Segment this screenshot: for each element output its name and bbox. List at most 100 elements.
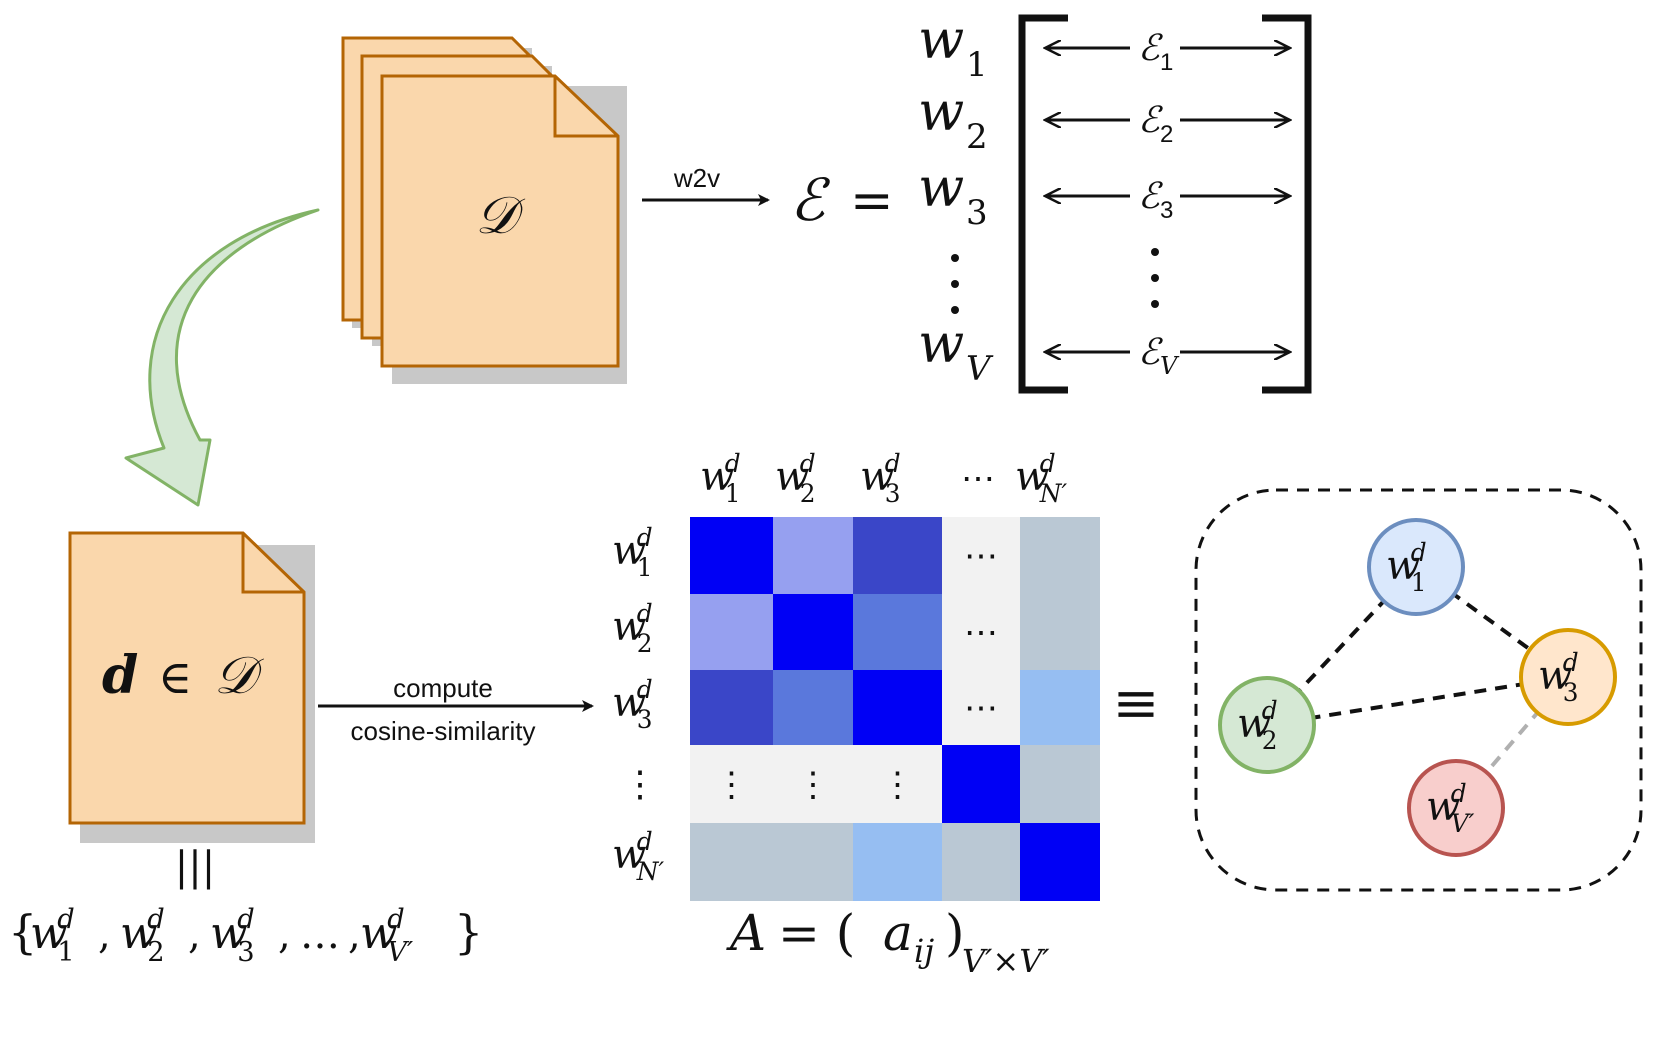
caption-eq: = ( — [778, 904, 855, 962]
col-header-3-sub: 3 — [885, 479, 901, 508]
col-header-5-sup: d — [1040, 449, 1056, 478]
caption-dims: V′×V′ — [962, 942, 1050, 980]
document-stack: 𝒟 — [341, 36, 627, 384]
matrix-cell — [942, 745, 1020, 823]
graph-node-label-w: w — [1426, 784, 1460, 830]
set-item-2-sub: 2 — [147, 937, 164, 968]
graph-node-label-sub: V′ — [1451, 809, 1475, 838]
col-header-3-w: w — [860, 454, 894, 500]
graph-node-label-w: w — [1386, 543, 1420, 589]
doc-d: d — [102, 645, 138, 706]
col-header-dots: ⋯ — [961, 459, 995, 499]
caption-close: ) — [945, 904, 965, 962]
set-comma: , — [188, 912, 201, 958]
matrix-cell — [690, 594, 773, 670]
word-set: {wd1,wd2,wd3,…,wdV′} — [8, 904, 483, 968]
graph-node-2: wd2 — [1218, 676, 1316, 774]
col-header-5: wdN′ — [1015, 449, 1067, 508]
set-item-4-w: w — [360, 908, 398, 959]
set-comma: , — [98, 912, 111, 958]
row-header-2-w: w — [612, 604, 646, 650]
matrix-cell-dots: ⋯ — [964, 613, 998, 653]
row-word: w — [918, 8, 964, 71]
row-header-1-w: w — [612, 528, 646, 574]
row-emb-sub: 3 — [1160, 197, 1173, 224]
row-header-3-sup: d — [637, 675, 653, 704]
row-header-5: wdN′ — [612, 827, 664, 886]
set-item-4-sup: d — [387, 904, 404, 935]
row-word: w — [918, 312, 964, 375]
set-item-3-sub: 3 — [237, 937, 254, 968]
set-item-2-sup: d — [147, 904, 164, 935]
graph-boundary — [1194, 488, 1643, 892]
matrix-cell — [942, 670, 1020, 745]
triple-bar: ||| — [175, 844, 215, 890]
matrix-cell — [773, 594, 853, 670]
col-header-1-sub: 1 — [725, 479, 741, 508]
matrix-cell — [1020, 670, 1100, 745]
graph-edge — [1266, 675, 1569, 727]
set-item-1-w: w — [30, 908, 68, 959]
col-header-2-w: w — [775, 454, 809, 500]
matrix-cell — [853, 517, 942, 594]
graph-edge — [1265, 565, 1418, 727]
matrix-cell — [773, 517, 853, 594]
set-close-brace: } — [454, 905, 483, 959]
row-header-3: wd3 — [612, 675, 653, 734]
set-item-3: wd3 — [210, 904, 255, 968]
matrix-cell-dots: ⋯ — [964, 537, 998, 577]
matrix-cell — [773, 745, 853, 823]
set-item-2: wd2 — [120, 904, 165, 968]
row-header-5-sub: N′ — [636, 857, 665, 886]
matrix-cell-dots: ⋮ — [715, 765, 749, 805]
col-header-5-sub: N′ — [1039, 479, 1068, 508]
matrix-cell — [773, 823, 853, 901]
matrix-caption: A = ( a ij ) V′×V′ — [726, 904, 1050, 980]
graph-node-label-sup: d — [1411, 538, 1427, 567]
matrix-cell — [1020, 517, 1100, 594]
matrix-cell — [773, 670, 853, 745]
set-item-1-sub: 1 — [57, 937, 74, 968]
col-header-5-w: w — [1015, 454, 1049, 500]
caption-A: A — [726, 904, 766, 962]
row-emb: ℰ — [1138, 176, 1163, 217]
row-header-1-sub: 1 — [637, 553, 653, 582]
graph-node-label: wd2 — [1237, 696, 1278, 755]
row-header-5-w: w — [612, 832, 646, 878]
matrix-cell — [853, 594, 942, 670]
set-item-4: wdV′ — [360, 904, 414, 968]
matrix-cell — [853, 823, 942, 901]
caption-a: a — [883, 904, 913, 962]
doc-in: ∈ — [158, 650, 192, 704]
row-emb: ℰ — [1138, 100, 1163, 141]
col-header-3-sup: d — [885, 449, 901, 478]
graph-node-4: wdV′ — [1407, 759, 1505, 857]
row-word-sub: V — [966, 349, 994, 389]
set-item-2-w: w — [120, 908, 158, 959]
matrix-cell — [690, 670, 773, 745]
embedding-symbol: ℰ — [790, 166, 831, 234]
matrix-cell — [690, 745, 773, 823]
graph-node-label-sub: 1 — [1411, 568, 1427, 597]
matrix-cell — [690, 823, 773, 901]
cosine-similarity-label: cosine-similarity — [351, 716, 536, 746]
set-comma: , — [278, 912, 291, 958]
embedding-equals: = — [850, 171, 894, 231]
set-item-1: wd1 — [30, 904, 75, 968]
row-header-dots: ⋮ — [622, 764, 658, 805]
set-item-3-w: w — [210, 908, 248, 959]
graph-node-label-sub: 2 — [1262, 726, 1278, 755]
graph-node-1: wd1 — [1367, 518, 1465, 616]
graph-node-label-sup: d — [1563, 648, 1579, 677]
graph-node-3: wd3 — [1519, 628, 1617, 726]
graph-node-label: wd1 — [1386, 538, 1427, 597]
graph-node-label: wdV′ — [1426, 779, 1475, 838]
matrix-cell — [1020, 745, 1100, 823]
